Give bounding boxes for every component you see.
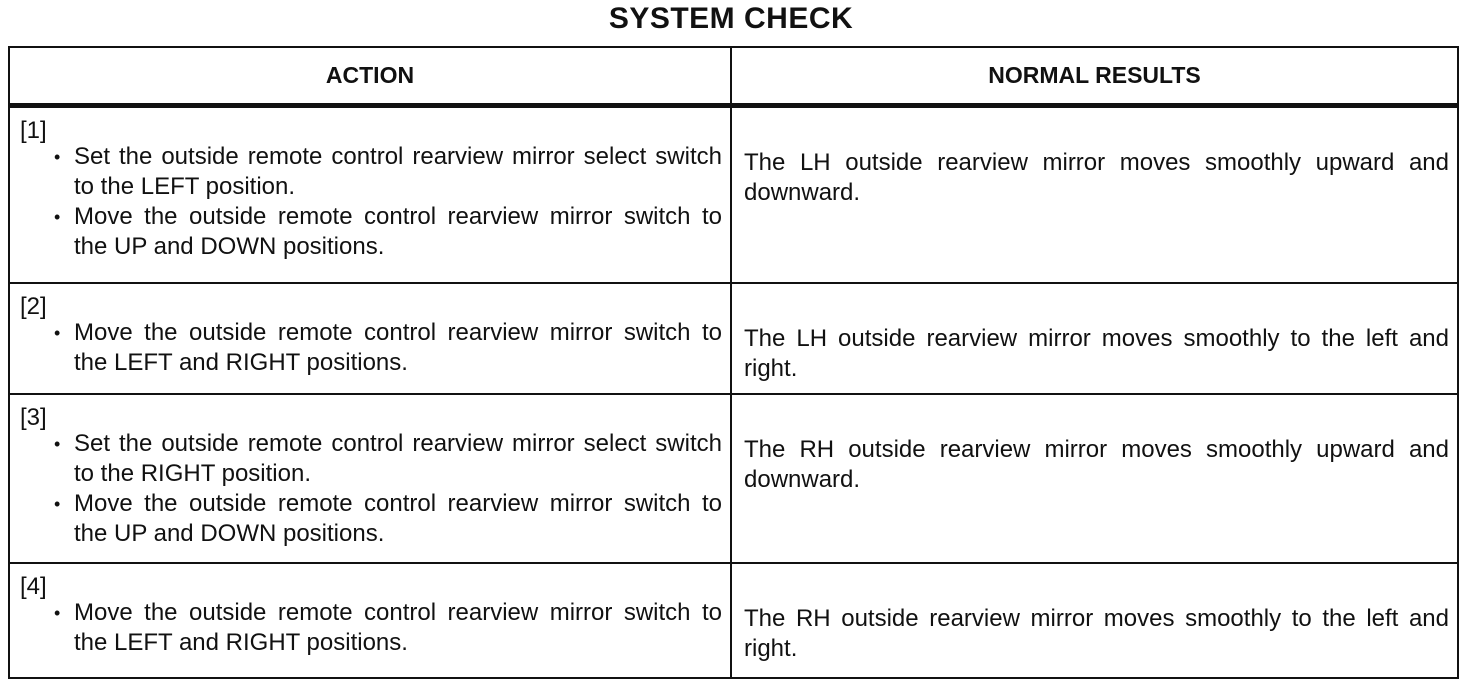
action-cell: [2] Move the outside remote control rear… bbox=[8, 281, 732, 395]
action-item: Set the outside remote control rearview … bbox=[10, 429, 722, 489]
result-cell: The RH outside rearview mirror moves smo… bbox=[730, 392, 1459, 564]
action-cell: [1] Set the outside remote control rearv… bbox=[8, 104, 732, 284]
action-item: Move the outside remote control rearview… bbox=[10, 489, 722, 549]
action-item: Move the outside remote control rearview… bbox=[10, 598, 722, 658]
page-title: SYSTEM CHECK bbox=[608, 2, 854, 35]
step-number: [3] bbox=[20, 403, 47, 431]
action-item: Move the outside remote control rearview… bbox=[10, 318, 722, 378]
action-list: Set the outside remote control rearview … bbox=[10, 142, 730, 262]
result-cell: The RH outside rearview mirror moves smo… bbox=[730, 561, 1459, 680]
result-text: The RH outside rearview mirror moves smo… bbox=[744, 435, 1449, 493]
table-row: [2] Move the outside remote control rear… bbox=[8, 281, 1459, 395]
table-row: [1] Set the outside remote control rearv… bbox=[8, 104, 1459, 284]
action-list: Move the outside remote control rearview… bbox=[10, 318, 730, 378]
action-list: Set the outside remote control rearview … bbox=[10, 429, 730, 549]
action-cell: [3] Set the outside remote control rearv… bbox=[8, 392, 732, 564]
table-header-row: ACTION NORMAL RESULTS bbox=[8, 46, 1459, 108]
step-number: [4] bbox=[20, 572, 47, 600]
step-number: [1] bbox=[20, 117, 47, 144]
action-cell: [4] Move the outside remote control rear… bbox=[8, 561, 732, 680]
result-cell: The LH outside rearview mirror moves smo… bbox=[730, 281, 1459, 395]
system-check-table: ACTION NORMAL RESULTS [1] Set the outsid… bbox=[8, 46, 1459, 680]
action-item: Move the outside remote control rearview… bbox=[10, 202, 722, 262]
action-list: Move the outside remote control rearview… bbox=[10, 598, 730, 658]
column-header-normal-results: NORMAL RESULTS bbox=[730, 46, 1459, 108]
table-row: [4] Move the outside remote control rear… bbox=[8, 561, 1459, 680]
column-header-action: ACTION bbox=[8, 46, 732, 108]
result-cell: The LH outside rearview mirror moves smo… bbox=[730, 104, 1459, 284]
step-number: [2] bbox=[20, 292, 47, 320]
action-item: Set the outside remote control rearview … bbox=[10, 142, 722, 202]
result-text: The LH outside rearview mirror moves smo… bbox=[744, 149, 1449, 206]
result-text: The LH outside rearview mirror moves smo… bbox=[744, 324, 1449, 382]
result-text: The RH outside rearview mirror moves smo… bbox=[744, 604, 1449, 662]
table-row: [3] Set the outside remote control rearv… bbox=[8, 392, 1459, 564]
